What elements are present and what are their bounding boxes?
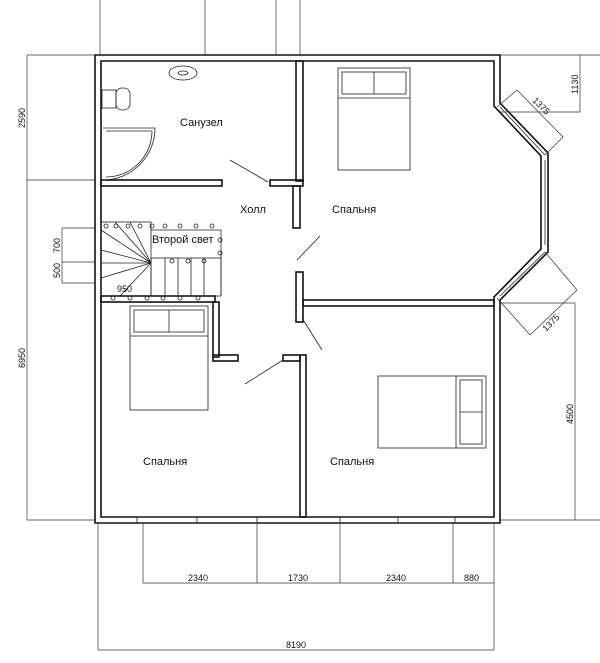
dim-bottom-total: 8190 [286,640,306,650]
room-label-hall: Холл [240,204,266,216]
door-swings [229,159,323,385]
dim-bottom-3: 2340 [386,573,406,583]
right-dimension-lines [496,54,600,521]
interior-walls [100,60,495,518]
bathroom-fixtures [101,65,198,181]
room-label-bathroom: Санузел [180,117,223,129]
bottom-dimension-lines [97,523,495,651]
dim-stair-700: 700 [52,238,62,253]
room-label-bedroom-bottom-right: Спальня [330,456,374,468]
dim-right-bottom: 4500 [565,404,575,424]
railing-posts [103,223,223,301]
dim-bottom-4: 880 [464,573,479,583]
dim-bay-bottom: 1375 [540,312,561,333]
dim-stair-500: 500 [52,263,62,278]
staircase[interactable] [100,221,222,297]
dim-bottom-1: 2340 [188,573,208,583]
dim-right-top: 1130 [570,75,580,94]
dim-bottom-2: 1730 [288,573,308,583]
room-label-second-light: Второй свет [152,234,213,246]
room-label-bedroom-bottom-left: Спальня [143,456,187,468]
top-extension-lines [99,0,301,55]
bed-top-right [337,67,411,171]
room-label-bedroom-top-right: Спальня [332,204,376,216]
dim-stair-950: 950 [117,284,132,294]
bed-bottom-left [129,305,209,411]
bed-bottom-right [377,375,487,449]
dim-left-total: 6950 [17,348,27,368]
dim-bay-top: 1375 [531,95,552,116]
dim-left-top: 2590 [17,108,27,128]
windows [136,106,546,524]
left-dimension-lines [26,54,95,521]
exterior-walls [94,54,549,524]
